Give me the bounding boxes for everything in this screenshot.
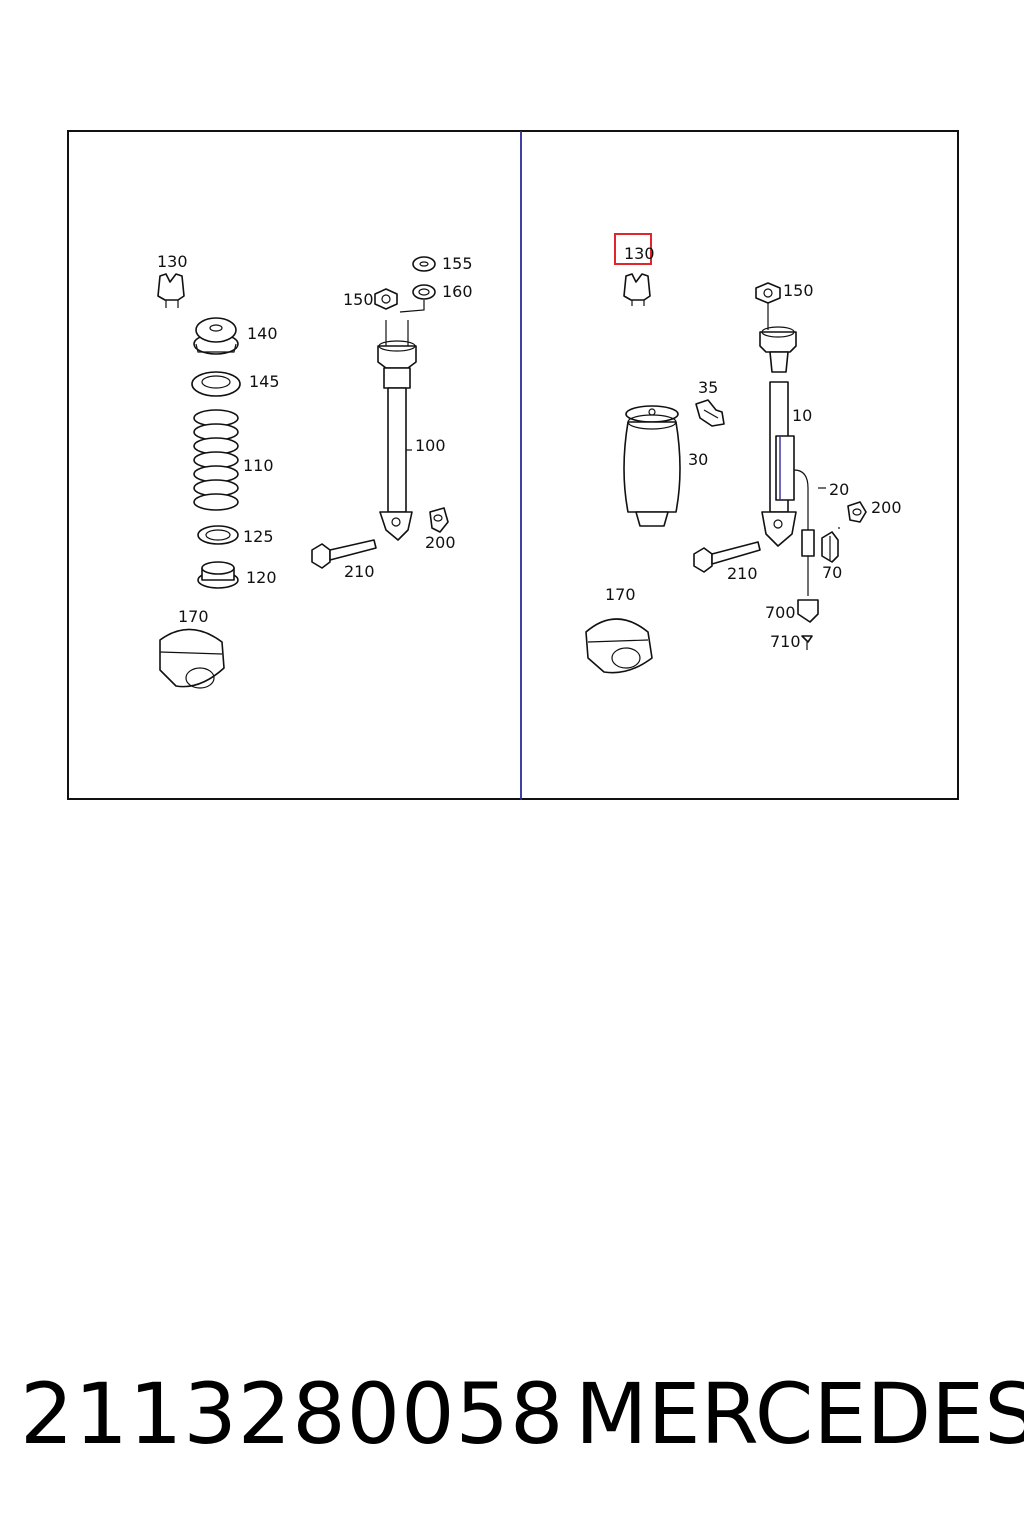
shock-absorber-100 xyxy=(377,320,417,541)
callout-right-70: 70 xyxy=(822,563,842,582)
spring-washer-125 xyxy=(197,525,239,545)
bolt-210-left xyxy=(311,539,377,569)
spring-seat-120 xyxy=(197,561,239,589)
callout-left-145: 145 xyxy=(249,372,280,391)
bump-stop-170-left xyxy=(159,628,225,689)
highlight-box xyxy=(614,233,652,265)
callout-left-130: 130 xyxy=(157,252,188,271)
connector-700 xyxy=(797,599,819,623)
right-panel xyxy=(585,273,867,674)
bump-stop-170-right xyxy=(585,618,653,674)
clip-70 xyxy=(821,527,840,563)
callout-left-125: 125 xyxy=(243,527,274,546)
callout-left-100: 100 xyxy=(415,436,446,455)
coil-spring-110 xyxy=(193,409,239,511)
nut-155 xyxy=(412,256,436,272)
brand-name: MERCEDES xyxy=(575,1365,1024,1463)
pin-710 xyxy=(801,635,813,650)
spring-mount-140 xyxy=(193,317,239,355)
callout-left-110: 110 xyxy=(243,456,274,475)
callout-right-20: 20 xyxy=(829,480,849,499)
callout-right-10: 10 xyxy=(792,406,812,425)
left-panel xyxy=(157,256,449,689)
callout-right-30: 30 xyxy=(688,450,708,469)
callout-left-170: 170 xyxy=(178,607,209,626)
washer-160 xyxy=(399,284,436,313)
callout-right-200: 200 xyxy=(871,498,902,517)
callout-left-155: 155 xyxy=(442,254,473,273)
spring-pad-145 xyxy=(191,371,241,397)
nut-150-left xyxy=(374,288,398,310)
callout-right-35: 35 xyxy=(698,378,718,397)
nut-200-right xyxy=(847,501,867,523)
callout-right-210: 210 xyxy=(727,564,758,583)
clip-130-left xyxy=(157,273,185,308)
valve-35 xyxy=(695,399,725,427)
callout-labels: 130 140 145 110 125 120 170 150 155 160 … xyxy=(157,233,902,651)
footer: 2113280058 MERCEDES xyxy=(0,1365,1024,1475)
callout-right-130: 130 xyxy=(624,244,655,263)
air-spring-30 xyxy=(623,405,681,527)
callout-right-150: 150 xyxy=(783,281,814,300)
callout-right-170: 170 xyxy=(605,585,636,604)
part-number: 2113280058 xyxy=(20,1365,565,1463)
callout-right-710: 710 xyxy=(770,632,801,651)
callout-left-120: 120 xyxy=(246,568,277,587)
bolt-210-right xyxy=(693,541,761,573)
callout-left-160: 160 xyxy=(442,282,473,301)
callout-right-700: 700 xyxy=(765,603,796,622)
callout-left-140: 140 xyxy=(247,324,278,343)
clip-130-right xyxy=(623,273,651,306)
air-strut-10 xyxy=(759,303,809,547)
callout-left-210: 210 xyxy=(344,562,375,581)
callout-left-200: 200 xyxy=(425,533,456,552)
diagram-frame xyxy=(67,130,959,800)
nut-150-right xyxy=(755,282,781,304)
sensor-20 xyxy=(801,487,826,596)
callout-left-150: 150 xyxy=(343,290,374,309)
nut-200-left xyxy=(429,507,449,533)
